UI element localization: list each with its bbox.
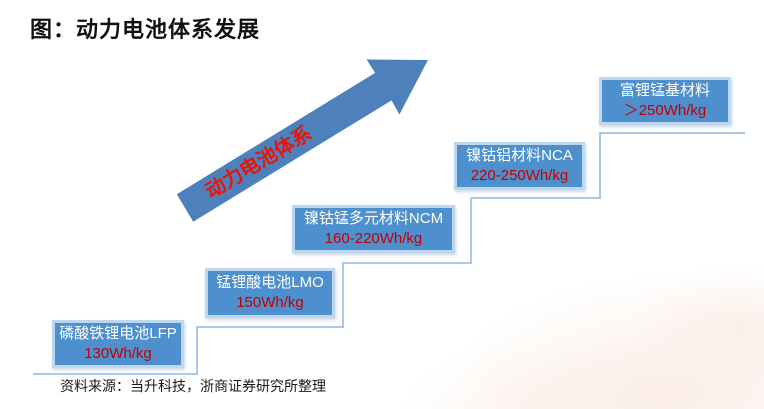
step-line: [33, 132, 745, 375]
figure-title: 图：动力电池体系发展: [30, 17, 261, 42]
energy-density: 150Wh/kg: [236, 294, 304, 311]
arrow-shape-icon: [176, 59, 428, 222]
battery-name: 富锂锰基材料: [619, 81, 710, 99]
battery-name: 镍钴锰多元材料NCM: [303, 209, 444, 227]
arrow-label: 动力电池体系: [201, 121, 316, 203]
battery-name: 磷酸铁锂电池LFP: [59, 324, 177, 342]
energy-density: 220-250Wh/kg: [470, 167, 569, 184]
step-box-ncm: 镍钴锰多元材料NCM 160-220Wh/kg: [292, 205, 455, 253]
battery-name: 镍钴铝材料NCA: [466, 146, 573, 164]
step-box-nca: 镍钴铝材料NCA 220-250Wh/kg: [454, 142, 585, 190]
step-box-lirich-mn: 富锂锰基材料 ＞250Wh/kg: [599, 77, 731, 125]
energy-density: 160-220Wh/kg: [324, 230, 423, 247]
energy-density: 130Wh/kg: [84, 345, 152, 362]
step-box-lfp: 磷酸铁锂电池LFP 130Wh/kg: [52, 320, 184, 368]
battery-name: 锰锂酸电池LMO: [216, 273, 324, 291]
source-note: 资料来源：当升科技，浙商证券研究所整理: [60, 378, 326, 394]
step-box-lmo: 锰锂酸电池LMO 150Wh/kg: [205, 268, 335, 318]
energy-density: ＞250Wh/kg: [623, 102, 707, 119]
